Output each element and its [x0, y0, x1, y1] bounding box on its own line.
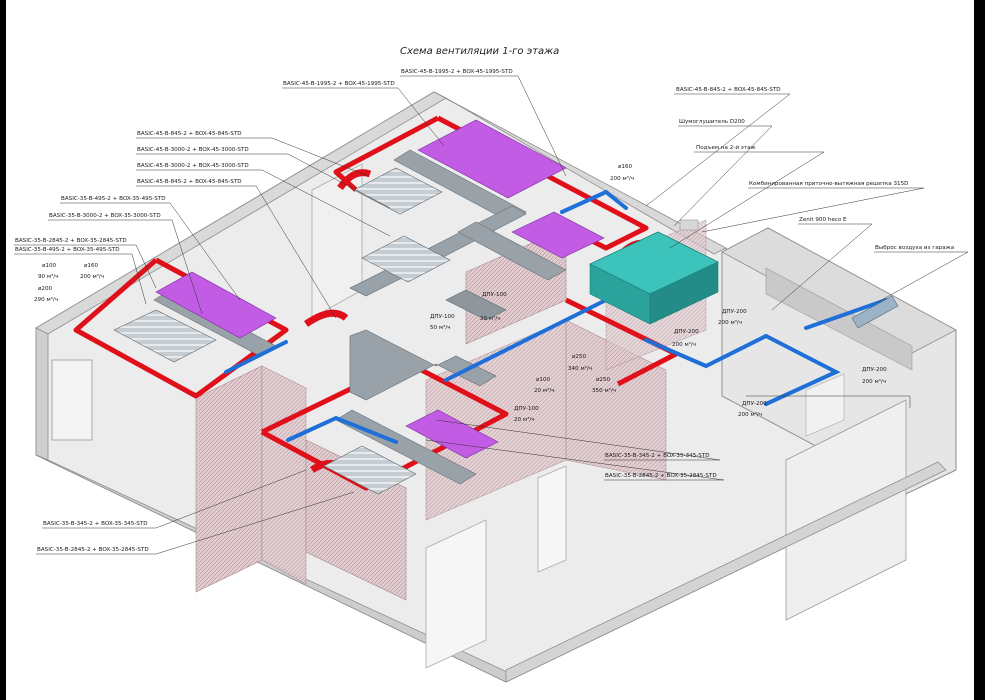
callout-basic-35-3000: BASIC-35-B-3000-2 + BOX-35-3000-STD — [49, 213, 161, 219]
flow-d100-center: ø100 — [536, 377, 551, 383]
drawing-sheet: Схема вентиляции 1-го этажа — [6, 0, 974, 700]
flow-200-b: 200 м³/ч — [672, 341, 696, 348]
flow-20-b: 20 м³/ч — [480, 315, 501, 322]
supply-bend-west — [304, 309, 349, 327]
callout-basic-35-495-b: BASIC-35-B-495-2 + BOX-35-495-STD — [15, 247, 120, 253]
flow-dpu100-a: ДПУ-100 — [430, 314, 455, 320]
callout-basic-35-345-a: BASIC-35-B-345-2 + BOX-35-345-STD — [605, 453, 710, 459]
extract-garage-branch — [764, 334, 841, 406]
callout-basic-45-3000-b: BASIC-45-B-3000-2 + BOX-45-3000-STD — [137, 163, 249, 169]
flow-d250-b: ø250 — [596, 377, 611, 383]
flow-dpu200-d: ДПУ-200 — [742, 401, 767, 407]
callout-garage-exhaust: Выброс воздуха из гаража — [875, 245, 954, 251]
slot-diffusers — [113, 119, 605, 495]
silencer-d200 — [679, 219, 699, 231]
airflow-labels: ø160 200 м³/ч ø100 90 м³/ч ø160 200 м³/ч… — [34, 164, 887, 423]
flow-20-c: 20 м³/ч — [514, 416, 535, 423]
flow-20-center: 20 м³/ч — [534, 387, 555, 394]
flow-350-b: 350 м³/ч — [592, 387, 616, 394]
flow-340-a: 340 м³/ч — [568, 365, 592, 372]
callout-basic-35-345-b: BASIC-35-B-345-2 + BOX-35-345-STD — [43, 521, 148, 527]
callout-basic-45-845-b: BASIC-45-B-845-2 + BOX-45-845-STD — [137, 179, 242, 185]
flow-dpu200-c: ДПУ-200 — [862, 367, 887, 373]
flow-d200-west: ø200 — [38, 286, 53, 292]
diffuser-bank-north-east — [511, 211, 605, 259]
callout-basic-35-2845-b: BASIC-35-B-2845-2 + BOX-35-2845-STD — [605, 473, 717, 479]
flow-290-west: 290 м³/ч — [34, 296, 58, 303]
extract-main-east — [644, 334, 768, 369]
diffuser-bank-grey-3 — [113, 309, 217, 363]
flow-dpu100-b: ДПУ-100 — [482, 292, 507, 298]
callout-basic-45-1995-top: BASIC-45-B-1995-2 + BOX-45-1995-STD — [401, 69, 513, 75]
component-labels: BASIC-45-B-1995-2 + BOX-45-1995-STD BASI… — [15, 69, 954, 553]
supply-bend-north — [337, 169, 372, 191]
extract-duct-network — [224, 189, 888, 444]
flow-200-d: 200 м³/ч — [738, 411, 762, 418]
extract-garage-riser — [804, 298, 888, 330]
callout-basic-35-2845-a: BASIC-35-B-2845-2 + BOX-35-2845-STD — [15, 238, 127, 244]
extract-south — [286, 415, 398, 444]
extract-center — [444, 298, 608, 382]
diffuser-bank-grey-2 — [361, 235, 451, 283]
diagram-title: Схема вентиляции 1-го этажа — [400, 46, 559, 57]
callout-basic-45-845-east: BASIC-45-B-845-2 + BOX-45-845-STD — [676, 87, 781, 93]
supply-loop-north-west — [333, 115, 440, 192]
diffuser-bank-grey-4 — [323, 445, 417, 495]
ventilation-scheme: Схема вентиляции 1-го этажа — [14, 46, 969, 683]
flow-200-north: 200 м³/ч — [610, 175, 634, 182]
flow-d160-west: ø160 — [84, 263, 99, 269]
duct-main-loop — [349, 329, 497, 401]
duct-main-north — [393, 149, 527, 223]
duct-branch-north — [457, 221, 567, 281]
diffuser-bank-south — [405, 409, 499, 459]
flow-200-a: 200 м³/ч — [718, 319, 742, 326]
flow-dpu200-a: ДПУ-200 — [722, 309, 747, 315]
flow-d100-west: ø100 — [42, 263, 57, 269]
callout-silencer: Шумоглушитель D200 — [679, 119, 745, 125]
garage-exhaust-pipe — [851, 295, 899, 329]
callout-zenit-unit: Zenit 900 heco E — [799, 217, 847, 223]
flow-200-c: 200 м³/ч — [862, 378, 886, 385]
extract-north — [560, 189, 628, 214]
rectangular-duct-network — [153, 149, 567, 485]
callout-basic-45-1995: BASIC-45-B-1995-2 + BOX-45-1995-STD — [283, 81, 395, 87]
diffuser-bank-north — [417, 119, 567, 199]
flow-d160-north: ø160 — [618, 164, 633, 170]
flow-50-a: 50 м³/ч — [430, 324, 451, 331]
callout-basic-35-2845-c: BASIC-35-B-2845-2 + BOX-35-2845-STD — [37, 547, 149, 553]
flow-dpu200-b: ДПУ-200 — [674, 329, 699, 335]
flow-90-west: 90 м³/ч — [38, 273, 59, 280]
flow-dpu100-c: ДПУ-100 — [514, 406, 539, 412]
callout-leaders — [14, 75, 969, 555]
callout-basic-45-3000-a: BASIC-45-B-3000-2 + BOX-45-3000-STD — [137, 147, 249, 153]
diffuser-bank-grey-1 — [353, 167, 443, 215]
callout-basic-45-845-a: BASIC-45-B-845-2 + BOX-45-845-STD — [137, 131, 242, 137]
callout-riser-2nd-floor: Подъем на 2-й этаж — [696, 144, 756, 151]
callout-combined-grille: Комбинированная приточно-вытяжная решетк… — [749, 181, 909, 187]
flow-d250-a: ø250 — [572, 354, 587, 360]
duct-south — [335, 409, 477, 485]
flow-200-west: 200 м³/ч — [80, 273, 104, 280]
duct-riser-center — [445, 289, 507, 321]
air-handling-unit — [589, 219, 719, 325]
callout-basic-35-495-a: BASIC-35-B-495-2 + BOX-35-495-STD — [61, 196, 166, 202]
extract-west — [224, 340, 288, 374]
diffuser-bank-west — [155, 271, 277, 339]
